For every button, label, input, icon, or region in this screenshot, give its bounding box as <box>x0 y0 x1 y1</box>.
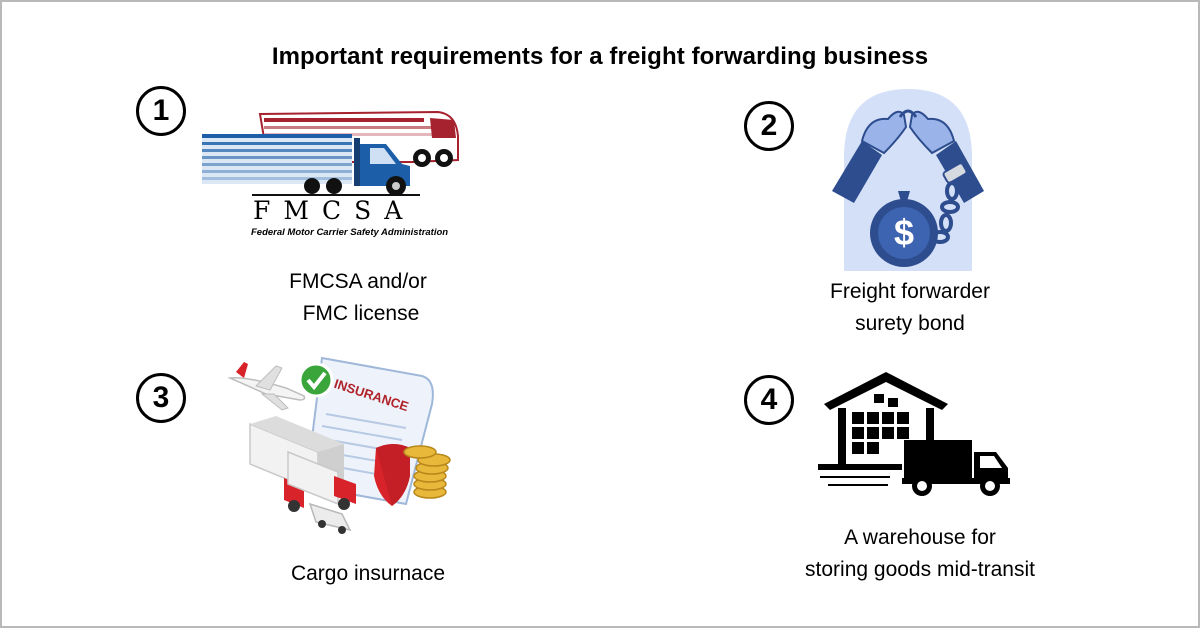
step-number-4: 4 <box>744 375 794 425</box>
cargo-insurance-icon <box>227 356 451 534</box>
fmcsa-logo-letters: FMCSA <box>253 196 416 225</box>
caption-4-line-2: storing goods mid-transit <box>805 558 1035 581</box>
shield-icon <box>374 444 410 506</box>
coins-icon <box>403 445 451 499</box>
caption-1: FMCSA and/or FMC license <box>238 266 478 330</box>
warehouse-truck-icon <box>818 372 1010 496</box>
truck-icon-medium <box>287 450 356 510</box>
caption-2: Freight forwarder surety bond <box>770 276 1050 340</box>
fmcsa-logo-subtitle: Federal Motor Carrier Safety Administrat… <box>251 227 449 238</box>
delivery-truck-icon <box>820 440 1010 496</box>
money-symbol: $ <box>894 212 914 253</box>
pinky-promise-hands <box>860 109 956 155</box>
check-mark-icon <box>298 362 334 398</box>
step-number-1: 1 <box>136 86 186 136</box>
money-bag-icon: $ <box>870 191 938 267</box>
semi-truck-icon <box>202 134 410 196</box>
caption-2-line-2: surety bond <box>855 312 965 335</box>
airplane-icon <box>227 362 306 411</box>
caption-1-line-1: FMCSA and/or <box>289 270 427 293</box>
step-number-3: 3 <box>136 373 186 423</box>
step-number-2: 2 <box>744 101 794 151</box>
warehouse-icon <box>818 372 948 470</box>
caption-4: A warehouse for storing goods mid-transi… <box>770 522 1070 586</box>
page-title: Important requirements for a freight for… <box>271 43 929 70</box>
caption-2-line-1: Freight forwarder <box>830 280 990 303</box>
caption-1-line-2: FMC license <box>296 302 420 325</box>
caption-3: Cargo insurnace <box>248 558 488 590</box>
van-icon <box>308 502 352 534</box>
caption-3-line-1: Cargo insurnace <box>290 562 446 585</box>
caption-4-line-1: A warehouse for <box>844 526 996 549</box>
surety-bond-icon: $ <box>832 89 984 271</box>
fmcsa-logo-icon <box>202 110 459 196</box>
